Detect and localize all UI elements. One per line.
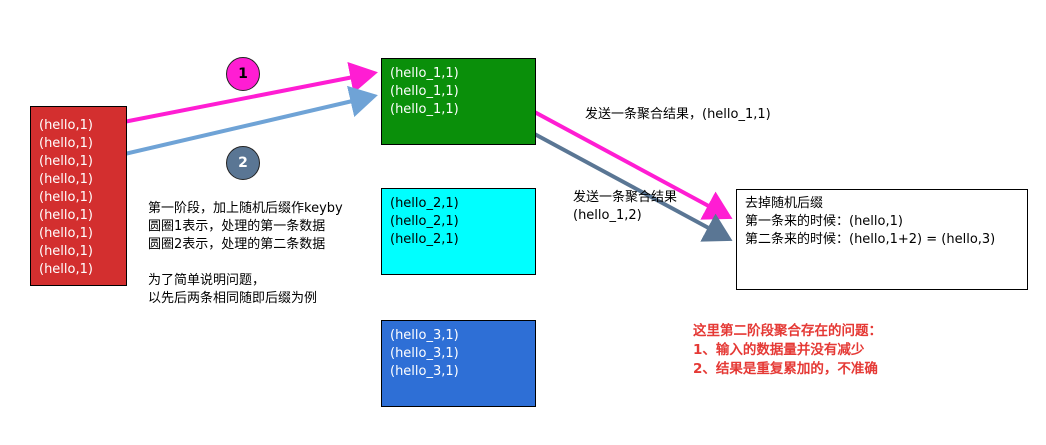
circle-marker-2: 2	[226, 146, 260, 180]
suffix-2-line: (hello_2,1)	[390, 232, 459, 247]
suffix-3-line: (hello_3,1)	[390, 328, 459, 343]
suffix-3-line: (hello_3,1)	[390, 346, 459, 361]
simplify-note-line: 为了简单说明问题，	[148, 273, 266, 288]
problem-note: 这里第二阶段聚合存在的问题： 1、输入的数据量并没有减少 2、结果是重复累加的，…	[693, 322, 882, 379]
circle-marker-1: 1	[226, 57, 260, 91]
source-line: (hello,1)	[39, 262, 93, 277]
suffix-1-line: (hello_1,1)	[390, 84, 459, 99]
send-second-note: 发送一条聚合结果 (hello_1,2)	[573, 189, 677, 225]
source-line: (hello,1)	[39, 118, 93, 133]
result-line: 去掉随机后缀	[745, 196, 824, 211]
source-line: (hello,1)	[39, 154, 93, 169]
stage1-note-line: 圆圈2表示，处理的第二条数据	[148, 237, 326, 252]
suffix-1-line: (hello_1,1)	[390, 66, 459, 81]
result-line: 第二条来的时候：(hello,1+2) = (hello,3)	[745, 232, 996, 247]
suffix-2-line: (hello_2,1)	[390, 214, 459, 229]
suffix-1-box: (hello_1,1) (hello_1,1) (hello_1,1)	[381, 58, 536, 145]
source-line: (hello,1)	[39, 244, 93, 259]
second-stage-result-box: 去掉随机后缀 第一条来的时候：(hello,1) 第二条来的时候：(hello,…	[736, 189, 1028, 290]
source-line: (hello,1)	[39, 190, 93, 205]
source-line: (hello,1)	[39, 172, 93, 187]
source-line: (hello,1)	[39, 136, 93, 151]
problem-note-line: 2、结果是重复累加的，不准确	[693, 361, 878, 377]
problem-note-line: 1、输入的数据量并没有减少	[693, 342, 865, 358]
simplify-note-line: 以先后两条相同随即后缀为例	[148, 291, 318, 306]
stage1-note: 第一阶段，加上随机后缀作keyby 圆圈1表示，处理的第一条数据 圆圈2表示，处…	[148, 200, 343, 254]
result-line: 第一条来的时候：(hello,1)	[745, 214, 903, 229]
simplify-note: 为了简单说明问题， 以先后两条相同随即后缀为例	[148, 272, 317, 308]
send-first-note-line: 发送一条聚合结果，(hello_1,1)	[585, 107, 771, 122]
send-second-note-line: (hello_1,2)	[573, 208, 642, 223]
suffix-1-line: (hello_1,1)	[390, 102, 459, 117]
suffix-3-box: (hello_3,1) (hello_3,1) (hello_3,1)	[381, 320, 536, 407]
stage1-note-line: 圆圈1表示，处理的第一条数据	[148, 219, 326, 234]
suffix-2-box: (hello_2,1) (hello_2,1) (hello_2,1)	[381, 188, 536, 275]
send-second-note-line: 发送一条聚合结果	[573, 190, 678, 205]
stage1-note-line: 第一阶段，加上随机后缀作keyby	[148, 201, 343, 216]
source-data-box: (hello,1) (hello,1) (hello,1) (hello,1) …	[30, 106, 127, 286]
suffix-3-line: (hello_3,1)	[390, 364, 459, 379]
problem-note-line: 这里第二阶段聚合存在的问题：	[693, 323, 882, 339]
send-first-note: 发送一条聚合结果，(hello_1,1)	[585, 106, 771, 124]
source-line: (hello,1)	[39, 208, 93, 223]
suffix-2-line: (hello_2,1)	[390, 196, 459, 211]
source-line: (hello,1)	[39, 226, 93, 241]
